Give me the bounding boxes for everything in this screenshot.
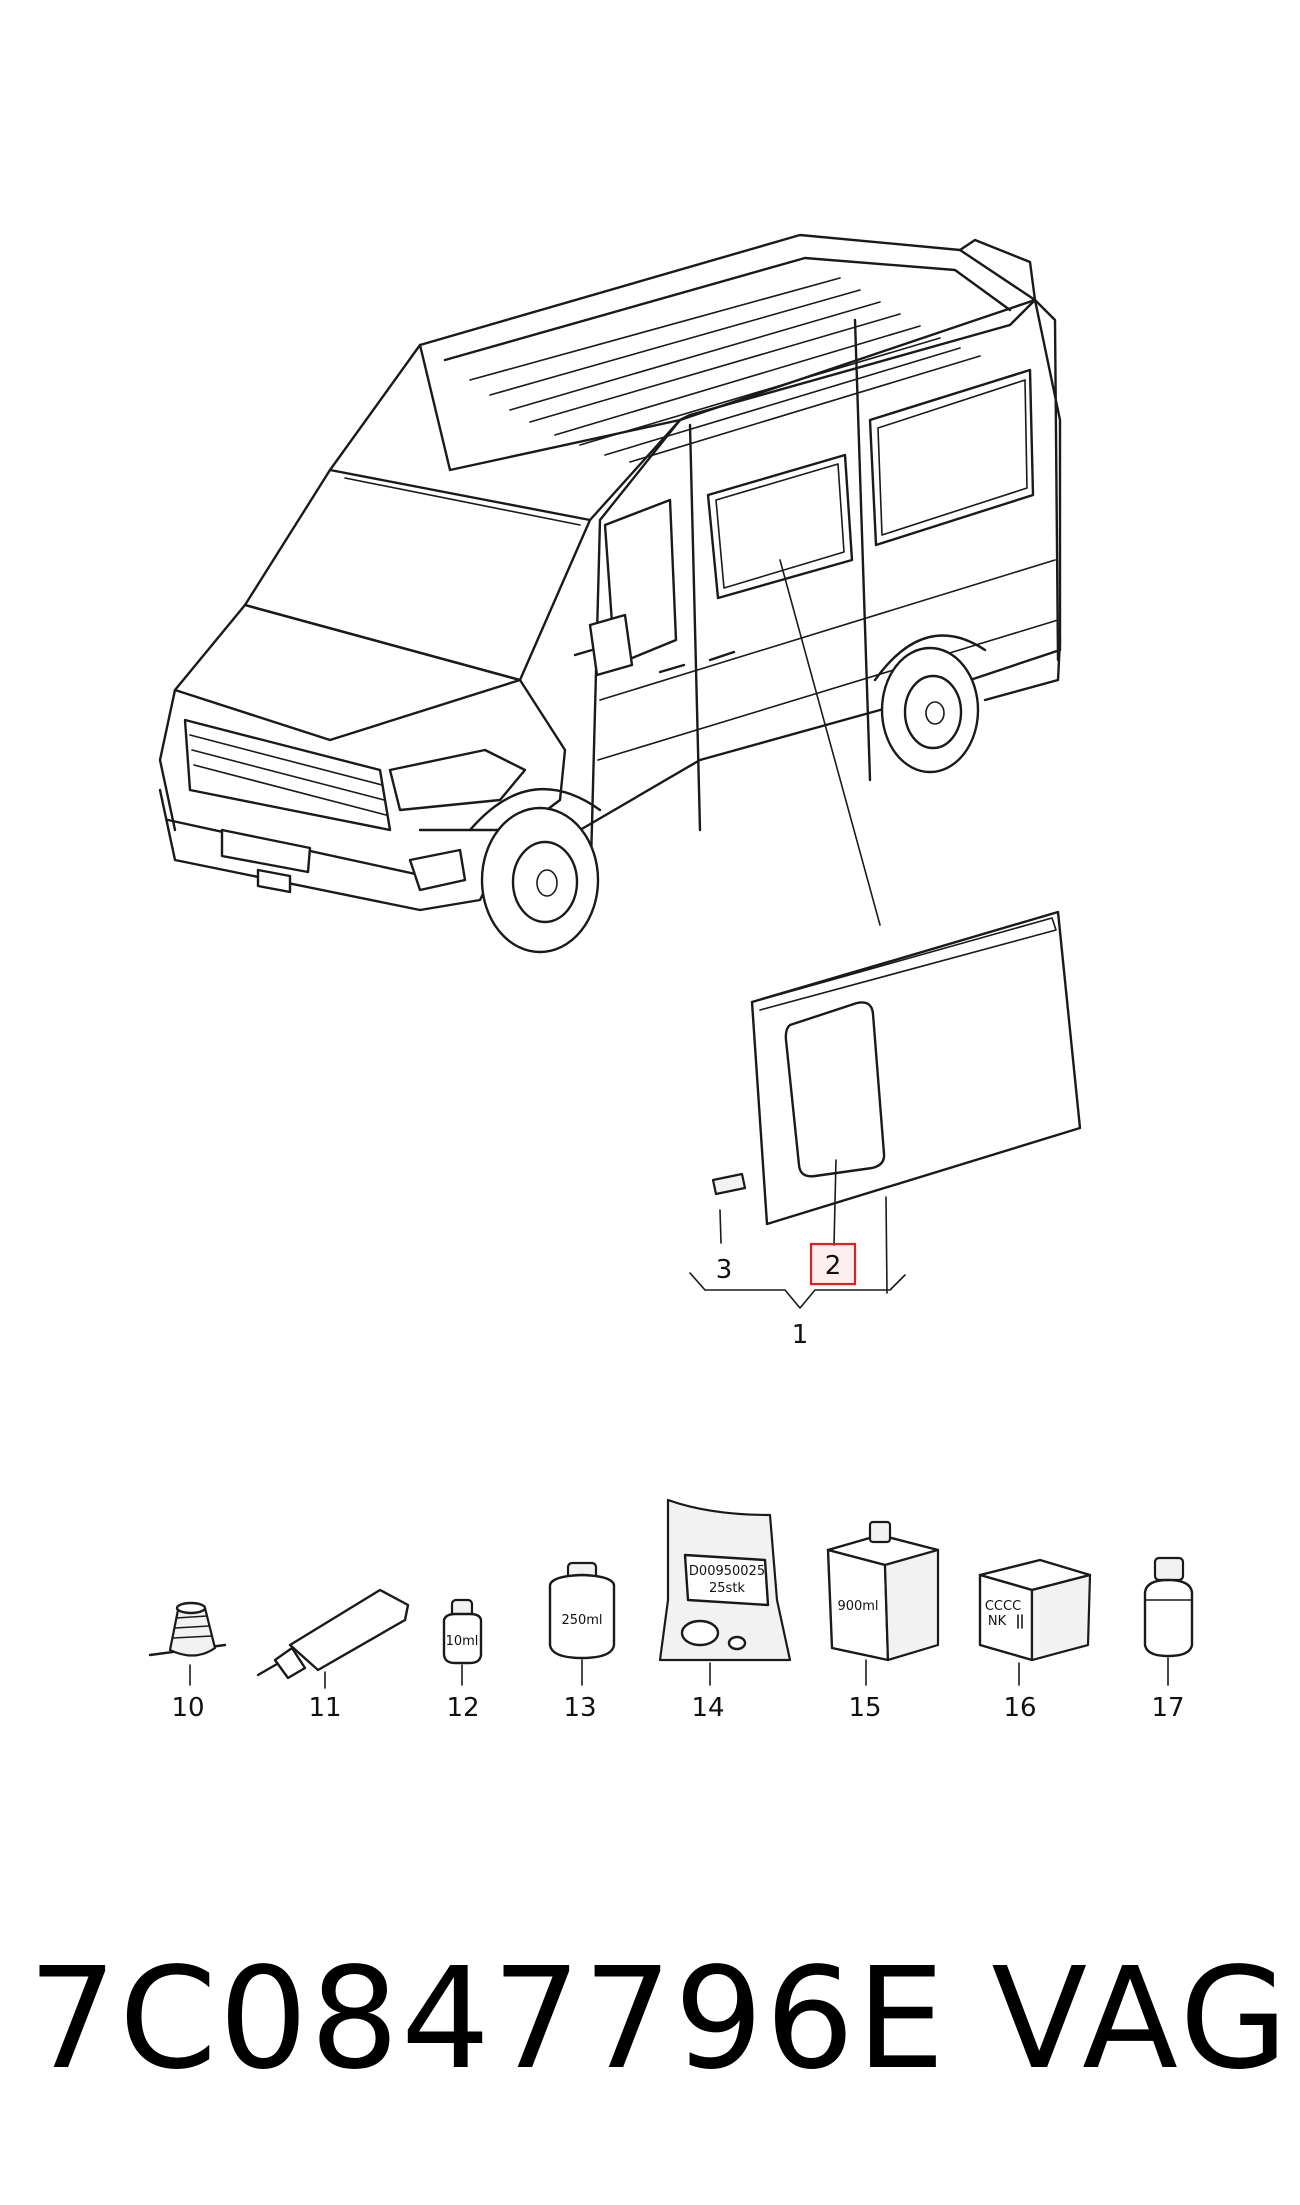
brand-name: VAG — [991, 1938, 1292, 2101]
box-900-label: 900ml — [837, 1599, 878, 1614]
leader-part-1-right — [885, 1196, 888, 1294]
can-label: 250ml — [561, 1613, 602, 1628]
van-illustration — [158, 233, 1062, 954]
callout-10: 10 — [171, 1693, 204, 1723]
accessory-13-can: 250ml — [548, 1561, 616, 1686]
bag-code-label: D00950025 — [689, 1564, 765, 1579]
footer: 7C0847796E VAG — [0, 1930, 1300, 2130]
part-number: 7C0847796E — [28, 1938, 947, 2101]
assembly-bracket — [689, 1272, 906, 1309]
box-cccc-label: CCCC — [985, 1599, 1021, 1614]
accessory-11-tube — [256, 1588, 410, 1689]
callout-15: 15 — [848, 1693, 881, 1723]
accessory-15-box: 900ml — [826, 1520, 940, 1686]
callout-2-highlight[interactable] — [809, 1242, 857, 1286]
callout-2[interactable]: 2 — [825, 1251, 842, 1281]
leader-part-2 — [833, 1159, 837, 1246]
callout-11: 11 — [308, 1693, 341, 1723]
accessory-10-grommet — [148, 1601, 227, 1686]
callout-16: 16 — [1003, 1693, 1036, 1723]
leader-window — [779, 559, 881, 926]
bag-qty-label: 25stk — [709, 1581, 745, 1596]
callout-13: 13 — [563, 1693, 596, 1723]
callout-14: 14 — [691, 1693, 724, 1723]
window-glass-part — [750, 910, 1082, 1226]
accessory-12-bottle: 10ml — [442, 1598, 483, 1686]
accessory-16-box: CCCC NK — [978, 1558, 1092, 1686]
callout-3: 3 — [716, 1255, 733, 1285]
callout-12: 12 — [446, 1693, 479, 1723]
clip-part — [711, 1172, 747, 1244]
callout-17: 17 — [1151, 1693, 1184, 1723]
box-nk-label: NK — [988, 1614, 1007, 1629]
accessory-17-bottle — [1143, 1556, 1194, 1686]
bottle-label: 10ml — [446, 1634, 479, 1649]
callout-1: 1 — [792, 1320, 809, 1350]
accessory-14-bag: D00950025 25stk — [658, 1498, 792, 1686]
